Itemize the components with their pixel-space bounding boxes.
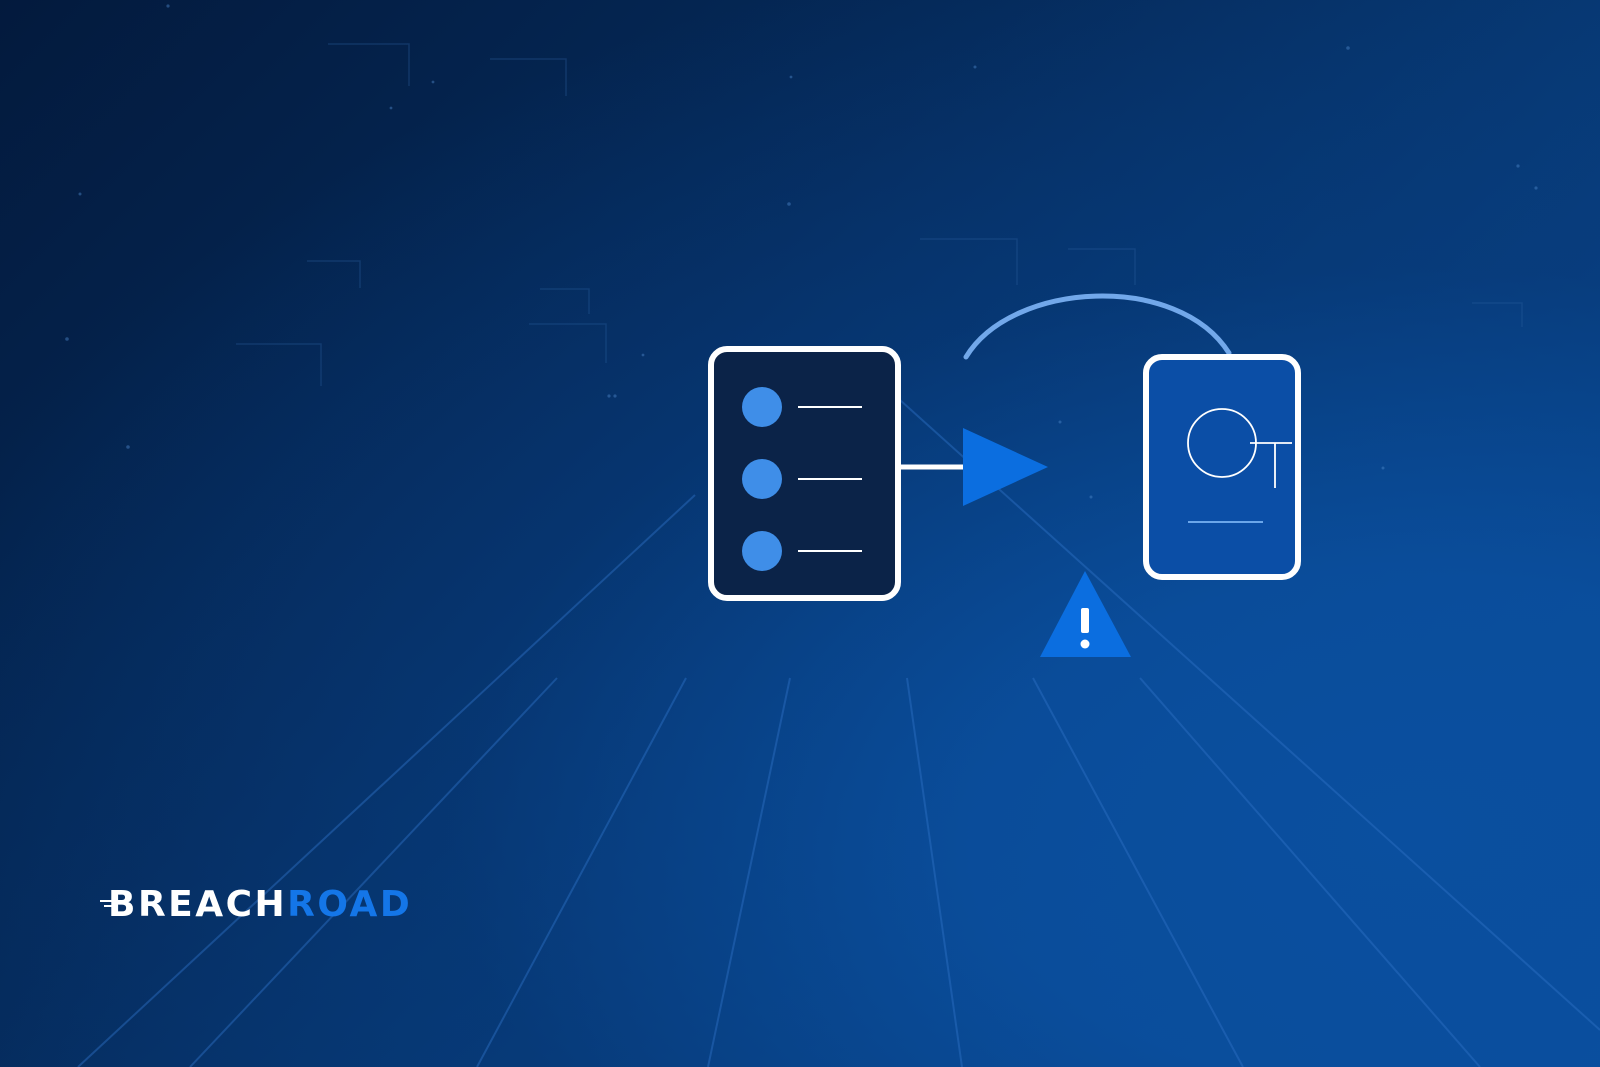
- faint-dots: [65, 4, 1538, 499]
- brand-word-breach: BREACH: [108, 884, 288, 925]
- play-triangle-icon: [896, 428, 1048, 506]
- warning-triangle-icon: [1040, 571, 1131, 657]
- document-list-icon: [742, 387, 862, 571]
- road-perspective-lines: [77, 399, 1600, 1067]
- faint-corner-brackets: [236, 43, 1523, 386]
- document-card: [708, 346, 901, 601]
- security-key-device-icon: [1143, 354, 1301, 580]
- speed-lines-icon: [100, 900, 116, 907]
- brand-word-road: ROAD: [287, 884, 413, 925]
- connector-arc: [963, 293, 1232, 360]
